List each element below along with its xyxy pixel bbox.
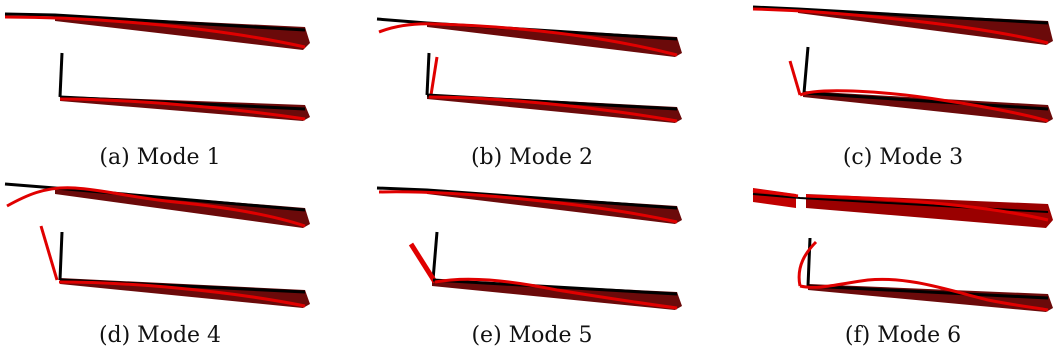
mode-6-shape-plot	[752, 188, 1053, 312]
mode-2-shape-plot	[376, 17, 682, 123]
lower-blade-reference	[432, 278, 678, 296]
mode-1-panel	[4, 5, 315, 145]
lower-hub-mode	[408, 242, 438, 284]
lower-blade-fill	[427, 94, 682, 123]
mode-1-caption: (a) Mode 1	[99, 145, 221, 170]
lower-blade-mode	[799, 277, 1049, 312]
lower-hub-mode	[429, 56, 439, 96]
upper-blade-reference	[4, 12, 306, 32]
upper-blade-fill	[798, 9, 1053, 45]
mode-3-caption: (c) Mode 3	[842, 145, 964, 170]
lower-blade-reference	[807, 284, 1049, 300]
lower-hub-mode	[39, 225, 59, 281]
lower-blade-fill	[808, 284, 1053, 312]
mode-5-panel	[376, 180, 687, 320]
upper-blade-fill	[55, 15, 310, 50]
upper-blade-mode	[6, 186, 306, 228]
lower-blade-fill	[803, 91, 1053, 123]
mode-4-shape-plot	[4, 182, 310, 308]
lower-blade-fill	[432, 280, 682, 310]
mode-6-caption: (f) Mode 6	[844, 323, 962, 348]
upper-blade-fill	[427, 190, 682, 224]
lower-blade-mode	[58, 280, 306, 308]
lower-blade-mode	[59, 97, 306, 121]
mode-4-caption: (d) Mode 4	[98, 323, 222, 348]
upper-blade-mode	[4, 15, 306, 49]
lower-hub-mode	[788, 60, 802, 96]
mode-5-caption: (e) Mode 5	[471, 323, 593, 348]
lower-blade-mode	[434, 277, 678, 310]
mode-4-panel	[4, 180, 315, 320]
lower-hub-reference	[431, 231, 439, 281]
lower-blade-mode	[799, 89, 1049, 123]
upper-blade-reference	[376, 186, 678, 210]
mode-3-shape-plot	[752, 5, 1053, 123]
upper-blade-fill	[427, 23, 682, 57]
upper-blade-mode	[378, 190, 678, 224]
lower-blade-reference	[803, 91, 1049, 111]
lower-hub-reference	[806, 237, 812, 287]
upper-blade-reference	[752, 5, 1049, 25]
mode-2-caption: (b) Mode 2	[470, 145, 594, 170]
lower-blade-fill	[60, 278, 310, 308]
lower-hub-reference	[58, 52, 64, 98]
mode-2-panel	[376, 5, 687, 145]
mode-1-shape-plot	[4, 12, 310, 121]
upper-blade-mode	[752, 7, 1049, 45]
upper-blade-mode	[752, 188, 1049, 222]
lower-hub-reference	[425, 52, 431, 96]
mode-5-shape-plot	[376, 186, 682, 310]
lower-hub-reference	[802, 46, 810, 94]
lower-hub-reference	[58, 231, 64, 281]
lower-hub-mode	[797, 240, 818, 287]
lower-blade-mode	[428, 95, 678, 123]
mode-3-panel	[748, 5, 1057, 145]
mode-6-panel	[748, 180, 1057, 320]
upper-blade-fill	[55, 188, 310, 228]
upper-blade-mode	[378, 22, 678, 57]
